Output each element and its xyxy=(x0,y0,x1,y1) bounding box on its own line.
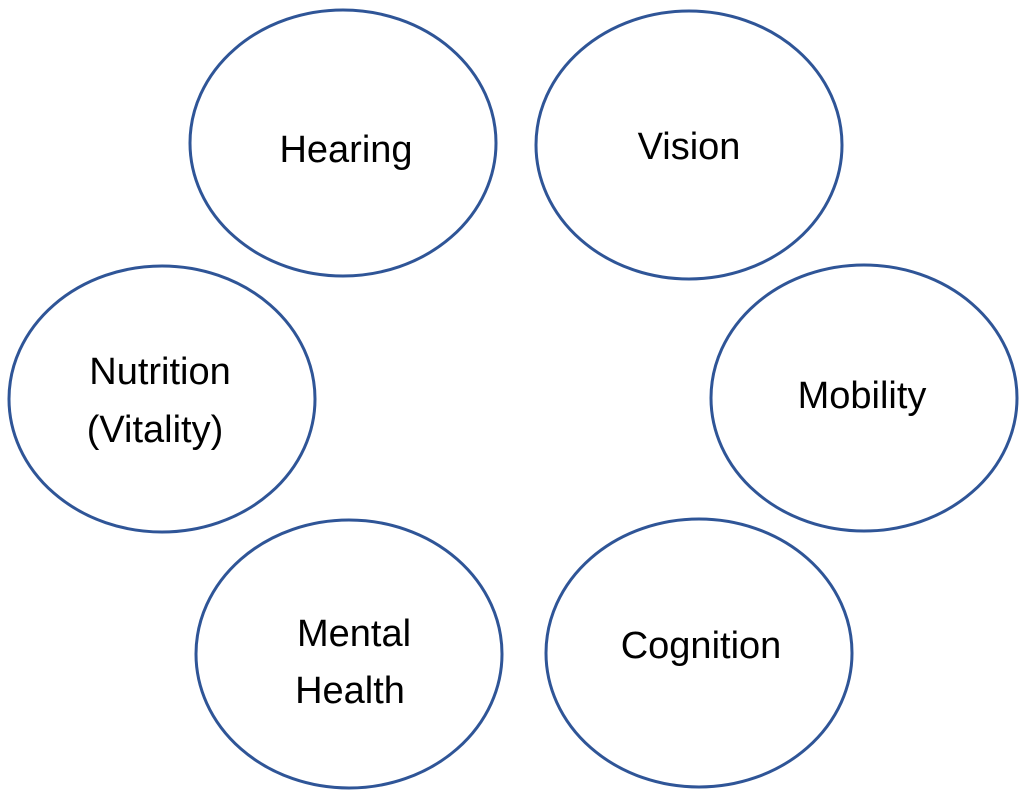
node-mental-health-ellipse xyxy=(194,518,504,790)
node-nutrition-label-line1: Nutrition xyxy=(89,351,231,393)
node-mental-health-label-line1: Mental xyxy=(297,613,411,655)
node-hearing-ellipse xyxy=(188,8,498,278)
node-nutrition-ellipse xyxy=(7,264,317,534)
node-cognition-ellipse xyxy=(544,517,854,789)
node-mobility: Mobility xyxy=(709,263,1019,533)
node-vision-ellipse xyxy=(534,9,844,281)
node-vision: Vision xyxy=(534,9,844,281)
node-nutrition: Nutrition (Vitality) xyxy=(7,264,317,534)
node-mobility-ellipse xyxy=(709,263,1019,533)
node-mental-health-label-line2: Health xyxy=(295,670,405,712)
node-nutrition-label-line2: (Vitality) xyxy=(87,409,224,451)
node-cognition-label: Cognition xyxy=(621,625,782,667)
node-mental-health: Mental Health xyxy=(194,518,504,790)
node-vision-label: Vision xyxy=(638,126,741,168)
node-cognition: Cognition xyxy=(544,517,854,789)
node-hearing: Hearing xyxy=(188,8,498,278)
node-hearing-label: Hearing xyxy=(279,129,412,171)
node-mobility-label: Mobility xyxy=(798,375,927,417)
